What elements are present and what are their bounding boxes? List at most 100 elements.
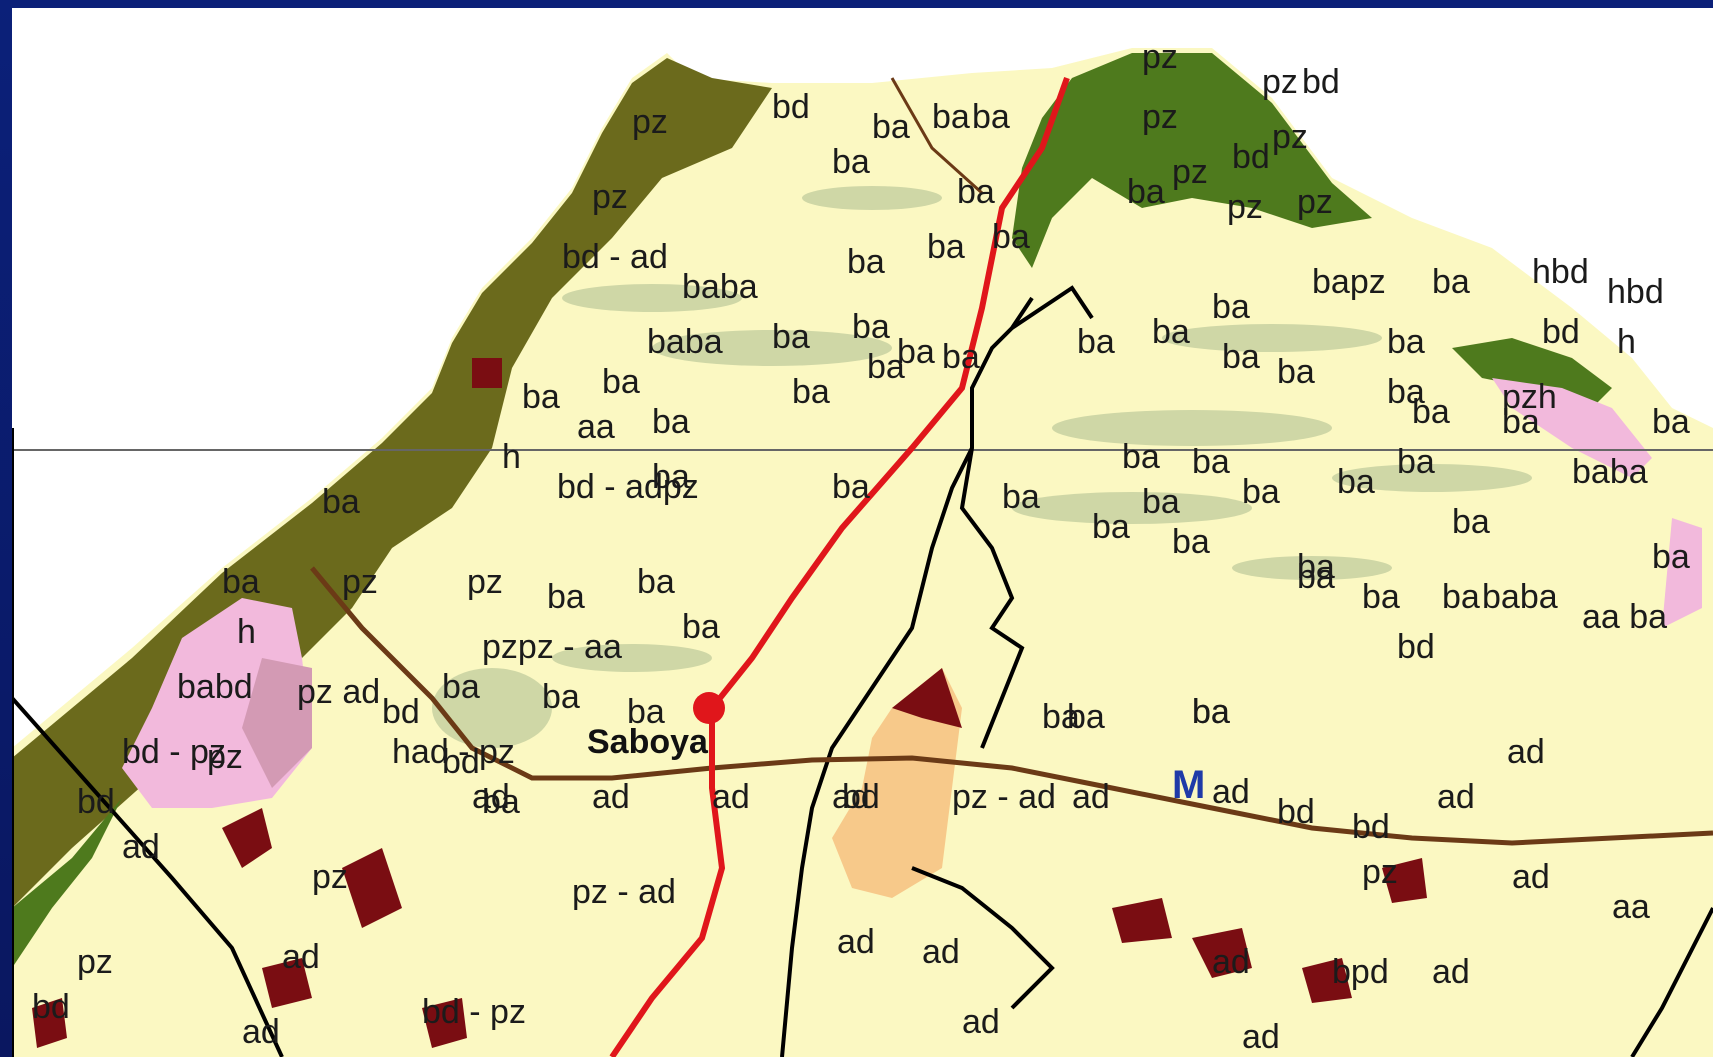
unit-label: ba	[1397, 443, 1435, 481]
unit-label: pz	[632, 103, 668, 141]
unit-label: ba	[652, 458, 690, 496]
unit-label: ad	[122, 828, 160, 866]
unit-label: ba	[1142, 483, 1180, 521]
unit-label: ba	[1652, 538, 1690, 576]
sage-patches	[432, 186, 1532, 748]
unit-label: ba	[442, 668, 480, 706]
unit-label: pz	[1142, 38, 1178, 76]
unit-label: bd	[1232, 138, 1270, 176]
unit-label: pz	[77, 943, 113, 981]
unit-label: ba	[522, 378, 560, 416]
unit-label: ba	[1002, 478, 1040, 516]
unit-label: ba	[1127, 173, 1165, 211]
unit-label: ba	[832, 143, 870, 181]
unit-label: ba	[1192, 693, 1230, 731]
unit-label: ba	[1652, 403, 1690, 441]
unit-label: pz ad	[297, 673, 380, 711]
unit-label: h	[1617, 323, 1636, 361]
unit-label: bd - pz	[422, 993, 526, 1031]
unit-label: ad	[1432, 953, 1470, 991]
unit-label: hbd	[1607, 273, 1664, 311]
unit-label: ba	[1077, 323, 1115, 361]
unit-label: ba	[1452, 503, 1490, 541]
unit-label: ba	[927, 228, 965, 266]
unit-label: ba	[1297, 558, 1335, 596]
unit-label: bd	[772, 88, 810, 126]
unit-label: ba	[972, 98, 1010, 136]
unit-label: bd	[32, 988, 70, 1026]
unit-label: ad	[832, 778, 870, 816]
unit-label: ba	[1362, 578, 1400, 616]
unit-label: aa ba	[1582, 598, 1667, 636]
unit-label: bd - adpz	[557, 468, 699, 506]
unit-label: bd	[842, 778, 880, 816]
town-label: Saboya	[587, 723, 709, 761]
unit-label: pz	[342, 563, 378, 601]
pink-zone-inner	[242, 658, 312, 788]
unit-label: ba	[942, 338, 980, 376]
unit-label: ad	[1072, 778, 1110, 816]
main-road	[609, 76, 1070, 1057]
unit-label: ba	[1297, 548, 1335, 586]
unit-label: pz	[1142, 98, 1178, 136]
unit-label: ad	[592, 778, 630, 816]
unit-label: ad	[242, 1013, 280, 1051]
unit-label: bd - pz	[122, 733, 226, 771]
unit-label: ba	[482, 783, 520, 821]
pink-zone-far-east	[1662, 518, 1702, 628]
unit-label: ba	[1242, 473, 1280, 511]
unit-label: bd	[1397, 628, 1435, 666]
unit-label: ba	[1337, 463, 1375, 501]
unit-label: baba	[1572, 453, 1648, 491]
unit-label: ad	[282, 938, 320, 976]
unit-label: ba	[1192, 443, 1230, 481]
unit-label: babd	[177, 668, 253, 706]
unit-label: aa	[577, 408, 615, 446]
town-marker[interactable]	[693, 692, 725, 724]
unit-label: ba	[1152, 313, 1190, 351]
unit-label: ba	[222, 563, 260, 601]
unit-label: bapz	[1312, 263, 1386, 301]
unit-label: pzpz - aa	[482, 628, 622, 666]
unit-label: ad	[1437, 778, 1475, 816]
forest-green-east	[1452, 338, 1612, 408]
unit-label: ba	[1042, 698, 1080, 736]
unit-label: pz	[1362, 853, 1398, 891]
forest-green-north	[1012, 53, 1372, 268]
unit-label: ba	[547, 578, 585, 616]
unit-label: had - pz	[392, 733, 515, 771]
unit-label: pz	[1262, 63, 1298, 101]
unit-label: bd	[1542, 313, 1580, 351]
unit-label: pzh	[1502, 378, 1557, 416]
unit-label: ba	[1067, 698, 1105, 736]
unit-label: ba	[847, 243, 885, 281]
unit-label: ba	[1277, 353, 1315, 391]
unit-label: ba	[832, 468, 870, 506]
unit-label: pz	[312, 858, 348, 896]
unit-label: ad	[1507, 733, 1545, 771]
unit-label: h	[237, 613, 256, 651]
boundaries	[12, 285, 1713, 1057]
unit-label: ad	[962, 1003, 1000, 1041]
unit-label: ba	[1192, 693, 1230, 731]
unit-label: aa	[1612, 888, 1650, 926]
unit-label: ad	[1212, 943, 1250, 981]
unit-label: hbd	[1532, 253, 1589, 291]
unit-label: ba	[867, 348, 905, 386]
unit-label: ba	[792, 373, 830, 411]
unit-label: ba	[852, 308, 890, 346]
unit-label: pz	[1227, 188, 1263, 226]
unit-label: bpd	[1332, 953, 1389, 991]
unit-label: ba	[542, 678, 580, 716]
unit-label: ba	[872, 108, 910, 146]
unit-label: bd - ad	[562, 238, 668, 276]
pink-zone-east	[1492, 378, 1652, 478]
unit-label: h	[502, 438, 521, 476]
unit-label: pz	[592, 178, 628, 216]
unit-label: ba	[627, 693, 665, 731]
tan-zone	[832, 668, 962, 898]
